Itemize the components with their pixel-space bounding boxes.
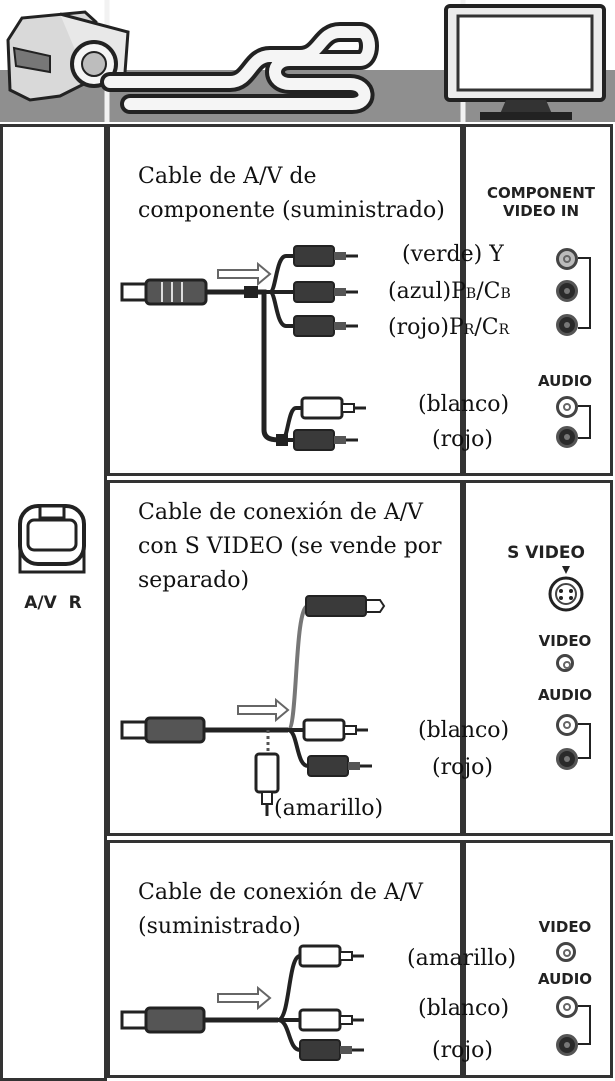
av-video-jack (556, 942, 576, 962)
rca-plug-icon (300, 396, 366, 420)
jack-bracket (578, 723, 591, 759)
component-pb-jack (556, 280, 578, 302)
rca-plug-icon (254, 752, 280, 816)
svideo-tv-panel (463, 480, 613, 836)
rca-plug-icon (293, 281, 358, 303)
jack-bracket (578, 257, 591, 329)
s-video-jack-icon (548, 566, 584, 612)
camera-jack-label: A/V R (24, 593, 82, 613)
rca-plug-icon (293, 315, 358, 337)
tv-icon (444, 4, 606, 120)
av-audio-left-jack (556, 996, 578, 1018)
header-art (0, 0, 615, 122)
svideo-audio-label: AUDIO (537, 686, 593, 704)
rca-plug-icon (298, 944, 364, 968)
svideo-label: S VIDEO (507, 543, 585, 563)
svideo-video-label: VIDEO (538, 632, 592, 650)
svideo-audio-right-jack (556, 748, 578, 770)
component-cable-drawing (120, 245, 366, 451)
component-tv-panel (463, 124, 613, 476)
component-audio-left-jack (556, 396, 578, 418)
av-cable-panel (107, 840, 463, 1078)
label-red: (rojo) (432, 427, 493, 452)
label-green-y: (verde) Y (402, 242, 504, 267)
diagram-header (0, 0, 615, 122)
rca-plug-icon (307, 755, 372, 777)
av-tv-panel (463, 840, 613, 1078)
arrow-icon (237, 697, 290, 723)
svideo-cable-title: Cable de conexión de A/V con S VIDEO (se… (138, 500, 442, 593)
label-red-pr: (rojo)PR/CR (388, 315, 510, 340)
component-y-jack (556, 248, 578, 270)
rca-plug-icon (302, 718, 368, 742)
label-yellow: (amarillo) (407, 946, 517, 971)
label-red: (rojo) (432, 755, 493, 780)
label-white: (blanco) (418, 392, 510, 417)
jack-bracket (578, 405, 591, 439)
rca-plug-icon (299, 1039, 364, 1061)
av-video-label: VIDEO (538, 918, 592, 936)
rca-plug-icon (298, 1008, 364, 1032)
cable-icon (100, 22, 379, 114)
component-video-in-label: COMPONENT VIDEO IN (486, 184, 596, 220)
svideo-cable-drawing (120, 595, 386, 816)
svideo-audio-left-jack (556, 714, 578, 736)
s-video-plug (305, 595, 386, 617)
component-cable-title: Cable de A/V de componente (suministrado… (138, 164, 445, 223)
rca-plug-icon (293, 429, 358, 451)
av-jack-icon (18, 504, 86, 574)
svideo-cable-panel (107, 480, 463, 836)
camera-jack-panel (0, 124, 107, 1081)
component-audio-right-jack (556, 426, 578, 448)
camcorder-icon (6, 10, 130, 102)
arrow-icon (217, 985, 272, 1011)
label-yellow: (amarillo) (274, 796, 384, 821)
component-audio-label: AUDIO (537, 372, 593, 390)
label-white: (blanco) (418, 718, 510, 743)
label-red: (rojo) (432, 1038, 493, 1063)
jack-bracket (578, 1005, 591, 1045)
av-cable-title: Cable de conexión de A/V (suministrado) (138, 880, 424, 939)
av-audio-right-jack (556, 1034, 578, 1056)
rca-plug-icon (293, 245, 358, 267)
label-white: (blanco) (418, 996, 510, 1021)
svideo-video-jack (556, 654, 574, 672)
arrow-icon (217, 261, 272, 287)
label-blue-pb: (azul)PB/CB (388, 279, 511, 304)
component-pr-jack (556, 314, 578, 336)
av-audio-label: AUDIO (537, 970, 593, 988)
av-plug (120, 278, 208, 306)
av-cable-drawing (120, 944, 364, 1061)
